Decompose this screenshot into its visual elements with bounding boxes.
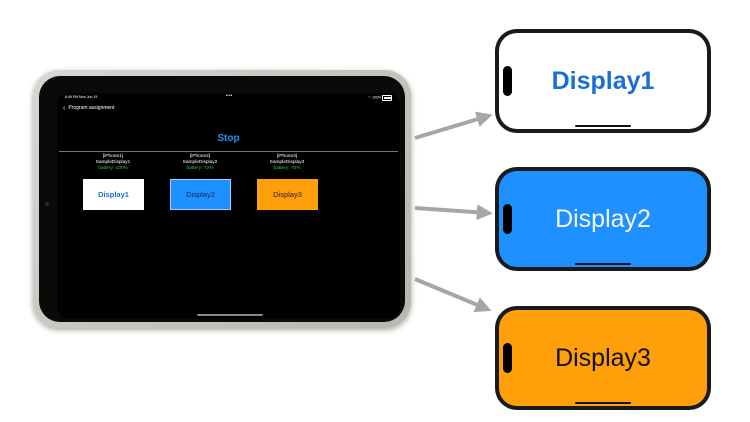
home-indicator[interactable]: [197, 314, 263, 316]
front-camera: [45, 202, 49, 206]
home-indicator[interactable]: [575, 263, 631, 265]
battery-status: battery: 100%: [98, 166, 128, 171]
battery-percent: 100%: [372, 95, 382, 100]
back-label: Program assignment: [68, 105, 115, 111]
device-name: [iPhone2]: [189, 154, 211, 159]
display-label: Display3: [555, 343, 651, 372]
battery-status: battery: 70%: [273, 166, 301, 171]
dynamic-island: [503, 66, 512, 96]
display-tile-3[interactable]: Display3: [257, 179, 318, 210]
home-indicator[interactable]: [575, 125, 631, 127]
iphone-3: Display3: [495, 306, 711, 410]
wifi-icon: ◠: [368, 95, 372, 100]
back-button[interactable]: ‹ Program assignment: [63, 104, 115, 112]
device-name: [iPhone3]: [276, 154, 298, 159]
battery-icon: [382, 95, 392, 101]
program-name: SampleDisplay3: [269, 160, 305, 165]
device-name: [iPhone1]: [102, 154, 124, 159]
iphone-2: Display2: [495, 167, 711, 271]
ipad-screen: 6:46 PM Mon Jun 19 ••• ◠ 100% ‹ Program …: [57, 93, 400, 319]
display-tile-1[interactable]: Display1: [83, 179, 144, 210]
arrow-to-iphone2: [414, 204, 493, 221]
status-bar: 6:46 PM Mon Jun 19 ••• ◠ 100%: [57, 93, 400, 102]
phone-screen: Display3: [499, 310, 707, 406]
ipad-device: 6:46 PM Mon Jun 19 ••• ◠ 100% ‹ Program …: [33, 70, 411, 328]
multitasking-dots-icon[interactable]: •••: [226, 93, 233, 99]
display-label: Display1: [551, 66, 655, 95]
ipad-bezel: 6:46 PM Mon Jun 19 ••• ◠ 100% ‹ Program …: [39, 76, 405, 322]
stop-button[interactable]: Stop: [217, 133, 240, 144]
display-tile-2[interactable]: Display2: [170, 179, 231, 210]
program-name: SampleDisplay2: [182, 160, 218, 165]
dynamic-island: [503, 343, 512, 373]
phone-screen: Display1: [499, 33, 707, 129]
device-info-iphone1: [iPhone1] SampleDisplay1 battery: 100%: [73, 154, 153, 172]
divider: [59, 151, 398, 152]
phone-screen: Display2: [499, 171, 707, 267]
status-time: 6:46 PM Mon Jun 19: [65, 95, 98, 99]
program-name: SampleDisplay1: [95, 160, 131, 165]
device-info-iphone3: [iPhone3] SampleDisplay3 battery: 70%: [247, 154, 327, 172]
arrow-to-iphone1: [414, 111, 493, 140]
device-info-iphone2: [iPhone2] SampleDisplay2 battery: 72%: [160, 154, 240, 172]
status-right: ◠ 100%: [368, 95, 392, 101]
chevron-left-icon: ‹: [63, 104, 66, 112]
arrow-to-iphone3: [414, 277, 492, 313]
iphone-1: Display1: [495, 29, 711, 133]
display-label: Display2: [555, 204, 651, 233]
home-indicator[interactable]: [575, 402, 631, 404]
battery-status: battery: 72%: [186, 166, 214, 171]
dynamic-island: [503, 204, 512, 234]
